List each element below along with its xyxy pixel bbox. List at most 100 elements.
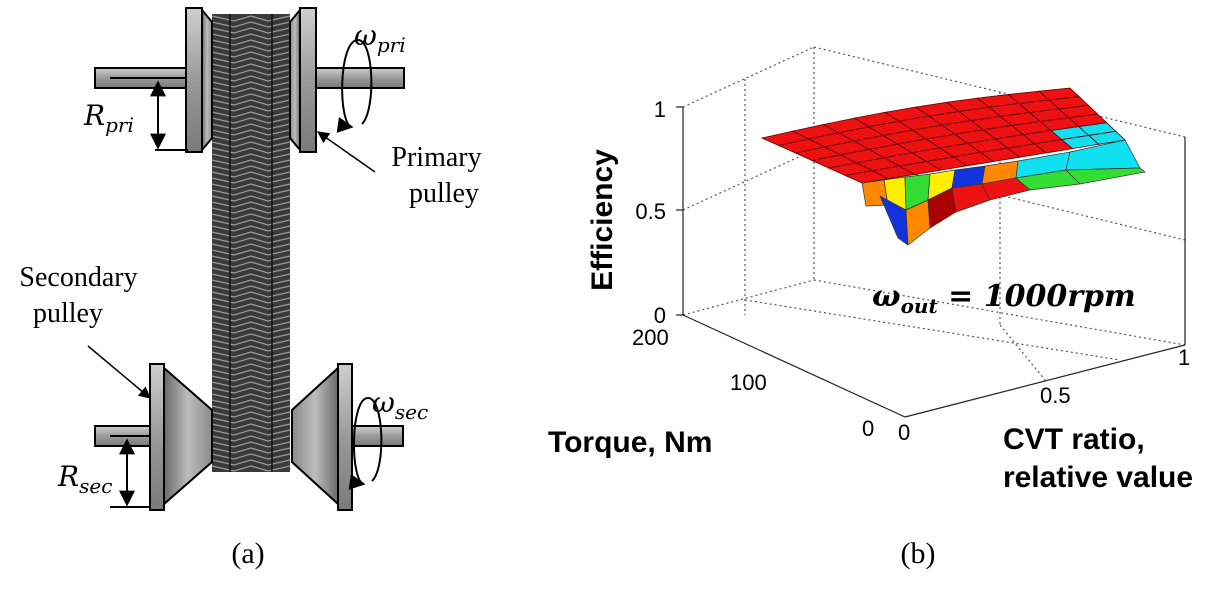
primary-leader-line xyxy=(317,131,376,173)
belt-element xyxy=(211,225,291,232)
belt-element xyxy=(211,393,291,400)
belt-element xyxy=(211,435,291,442)
belt-element xyxy=(211,231,291,238)
belt-element xyxy=(211,183,291,190)
belt-element xyxy=(211,273,291,280)
belt-element xyxy=(211,249,291,256)
primary-pulley xyxy=(185,7,317,153)
caption-a: (a) xyxy=(231,537,264,570)
belt-element xyxy=(211,429,291,436)
belt-element xyxy=(211,171,291,178)
belt-element xyxy=(211,201,291,208)
belt-element xyxy=(211,363,291,370)
belt-element xyxy=(211,75,291,82)
belt-element xyxy=(211,255,291,262)
belt-element xyxy=(211,285,291,292)
torque-tick-200: 200 xyxy=(632,325,669,350)
belt-element xyxy=(211,345,291,352)
belt-element xyxy=(211,213,291,220)
rotation-arrow-secondary xyxy=(348,397,383,490)
belt-element xyxy=(211,237,291,244)
belt-element xyxy=(211,153,291,160)
rotation-arrow-primary xyxy=(336,39,373,133)
belt-element xyxy=(211,261,291,268)
belt-element xyxy=(211,423,291,430)
ratio-tick-1: 1 xyxy=(1178,345,1190,370)
radius-primary-dimension xyxy=(110,77,188,151)
secondary-leader-line xyxy=(87,345,151,399)
speed-annotation: ωout = 1000rpm xyxy=(872,279,1136,318)
belt-element xyxy=(211,129,291,136)
efficiency-surface xyxy=(760,87,1146,246)
belt-element xyxy=(211,87,291,94)
belt-element xyxy=(211,141,291,148)
primary-shaft-right xyxy=(311,67,405,89)
radius-secondary-dimension xyxy=(110,435,150,508)
belt-element xyxy=(211,357,291,364)
belt-element xyxy=(211,453,291,460)
belt-element xyxy=(211,309,291,316)
belt-element xyxy=(211,165,291,172)
belt-element xyxy=(211,123,291,130)
belt-element xyxy=(211,417,291,424)
torque-tick-0: 0 xyxy=(862,416,874,441)
belt-element xyxy=(211,405,291,412)
ratio-tick-0: 0 xyxy=(898,420,910,445)
torque-tick-100: 100 xyxy=(730,370,767,395)
r-sec-label: Rsec xyxy=(57,460,112,498)
belt-element xyxy=(211,105,291,112)
belt-element xyxy=(211,219,291,226)
z-tick-0: 0 xyxy=(654,303,666,328)
belt-element xyxy=(211,441,291,448)
plot-box xyxy=(676,46,1186,418)
z-tick-0-5: 0.5 xyxy=(635,199,666,224)
omega-pri-label: ωpri xyxy=(354,19,406,57)
belt-element xyxy=(211,51,291,58)
belt-element xyxy=(211,387,291,394)
belt-element xyxy=(211,333,291,340)
belt-element xyxy=(211,27,291,34)
cvt-pulley-diagram: ωpri ωsec Rpri Rsec Primary pulley Secon… xyxy=(19,7,482,570)
ratio-axis-label: CVT ratio, relative value xyxy=(1003,423,1193,494)
belt-element xyxy=(211,447,291,454)
secondary-pulley-label: Secondary pulley xyxy=(19,262,144,329)
secondary-shaft-right xyxy=(347,425,404,447)
belt-element xyxy=(211,189,291,196)
belt-element xyxy=(211,381,291,388)
belt-element xyxy=(211,33,291,40)
belt-element xyxy=(211,93,291,100)
ratio-tick-0-5: 0.5 xyxy=(1040,383,1071,408)
belt-element xyxy=(211,63,291,70)
belt-element xyxy=(211,57,291,64)
belt-element xyxy=(211,399,291,406)
belt-element xyxy=(211,327,291,334)
torque-axis-label: Torque, Nm xyxy=(548,426,712,459)
belt-element xyxy=(211,465,291,472)
belt-element xyxy=(211,159,291,166)
belt-element xyxy=(211,45,291,52)
belt-element xyxy=(211,81,291,88)
push-belt xyxy=(211,14,291,472)
belt-element xyxy=(211,339,291,346)
belt-element xyxy=(211,291,291,298)
belt-element xyxy=(211,69,291,76)
belt-element xyxy=(211,315,291,322)
secondary-pulley xyxy=(149,363,353,511)
r-pri-label: Rpri xyxy=(83,99,134,137)
belt-element xyxy=(211,267,291,274)
belt-element xyxy=(211,111,291,118)
belt-element xyxy=(211,243,291,250)
belt-element xyxy=(211,177,291,184)
z-axis-label: Efficiency xyxy=(586,149,619,291)
belt-element xyxy=(211,147,291,154)
belt-element xyxy=(211,411,291,418)
belt-element xyxy=(211,135,291,142)
belt-element xyxy=(211,279,291,286)
belt-element xyxy=(211,369,291,376)
belt-element xyxy=(211,459,291,466)
belt-element xyxy=(211,321,291,328)
belt-element xyxy=(211,375,291,382)
belt-element xyxy=(211,303,291,310)
omega-sec-label: ωsec xyxy=(372,386,428,424)
